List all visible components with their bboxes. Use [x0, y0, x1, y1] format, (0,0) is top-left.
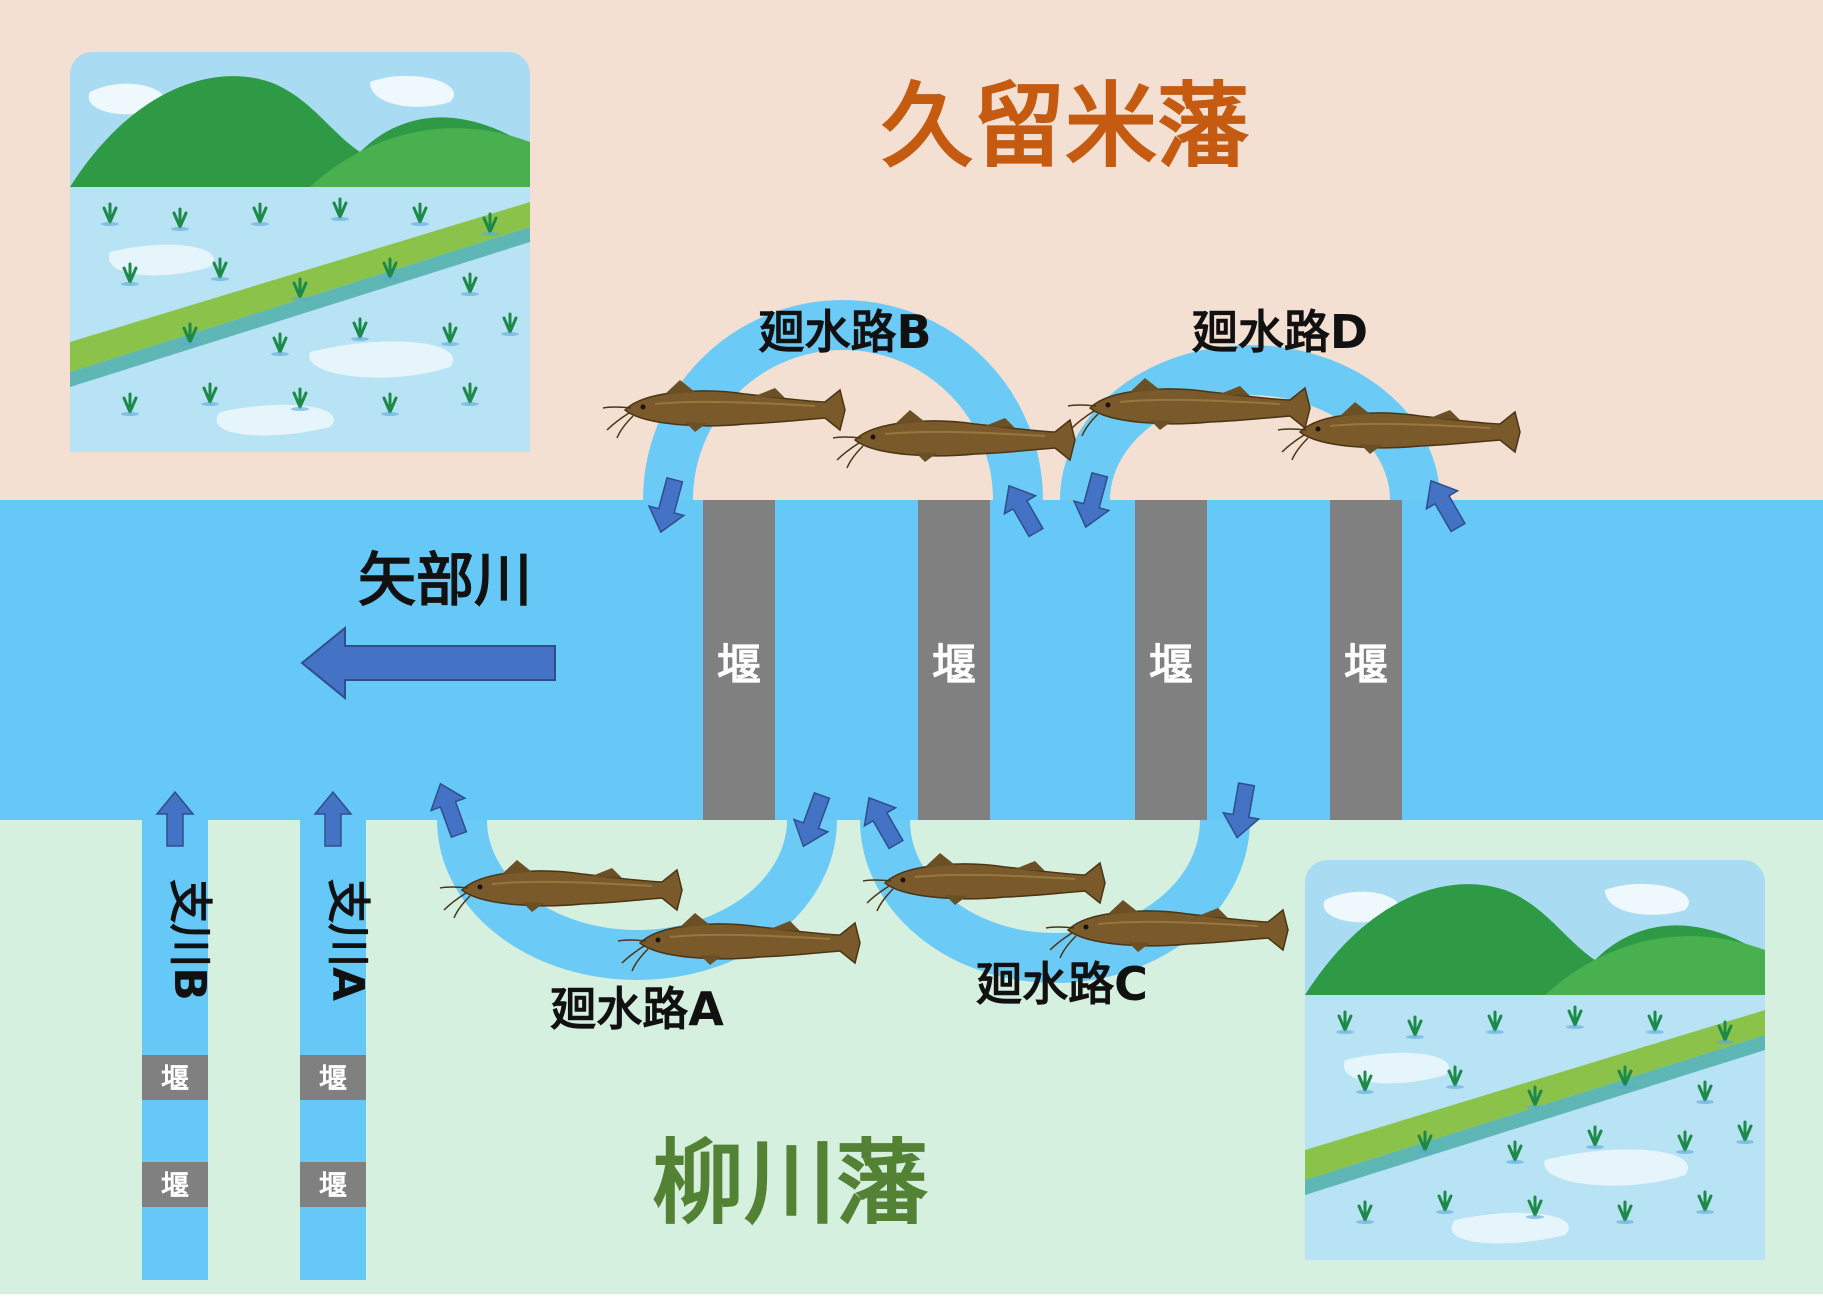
tributary-b-label: 支川B	[164, 879, 215, 1001]
weir-2-label: 堰	[932, 640, 976, 691]
tributary-b-weir-1-label: 堰	[161, 1062, 189, 1095]
tributary-b-weir-2-label: 堰	[161, 1169, 189, 1202]
main-river-label: 矢部川	[358, 546, 532, 614]
north-landscape	[70, 52, 530, 452]
river-flow-arrow	[300, 625, 556, 701]
bypass-c-label: 廻水路C	[975, 957, 1148, 1011]
weir-3: 堰	[1135, 500, 1207, 820]
tributary-a-label: 支川A	[322, 879, 373, 1001]
north-domain-title: 久留米藩	[881, 73, 1250, 180]
weir-3-label: 堰	[1149, 640, 1193, 691]
main-river	[0, 500, 1823, 820]
bypass-a-label: 廻水路A	[549, 982, 724, 1036]
tributary-a-weir-2-label: 堰	[319, 1169, 347, 1202]
bypass-d-label: 廻水路D	[1191, 305, 1368, 359]
weir-4: 堰	[1330, 500, 1402, 820]
south-domain-title: 柳川藩	[652, 1130, 929, 1237]
tributary-a-weir-1-label: 堰	[319, 1062, 347, 1095]
bypass-b-label: 廻水路B	[757, 305, 931, 359]
weir-1-label: 堰	[717, 640, 761, 691]
weir-1: 堰	[703, 500, 775, 820]
south-landscape	[1305, 860, 1765, 1260]
tributary-b: 堰 堰 支川B	[142, 820, 215, 1280]
weir-4-label: 堰	[1344, 640, 1388, 691]
weir-2: 堰	[918, 500, 990, 820]
tributary-a: 堰 堰 支川A	[300, 820, 373, 1280]
